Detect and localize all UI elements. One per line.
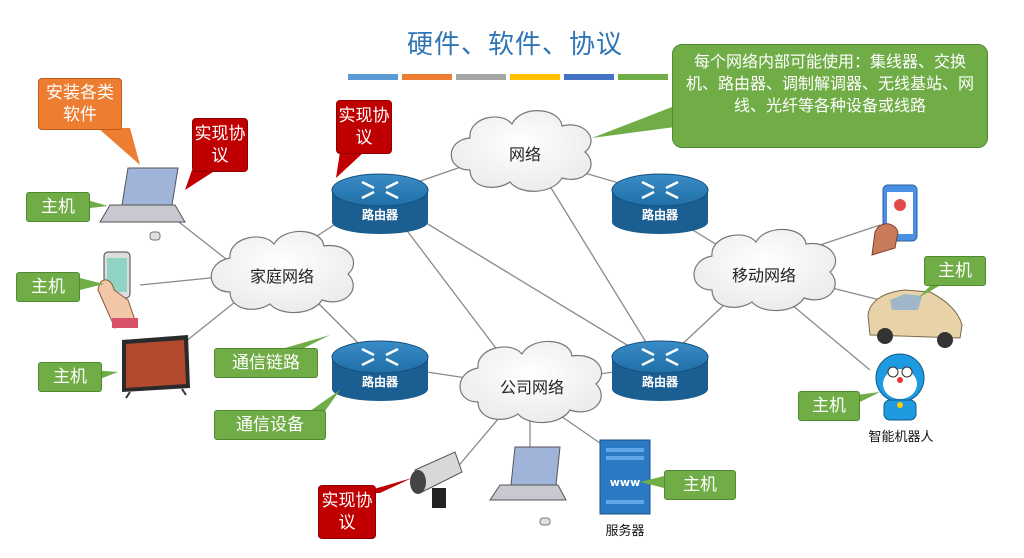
callout-protocol: 实现协议: [318, 485, 376, 539]
callout-device: 通信设备: [214, 410, 326, 440]
callout-host: 主机: [924, 256, 986, 286]
link-line: [539, 169, 661, 366]
cloud-label-mobile: 移动网络: [731, 266, 796, 285]
cloud-label-network: 网络: [508, 145, 541, 164]
callout-protocol: 实现协议: [192, 118, 248, 172]
link-line: [779, 294, 871, 371]
callout-host: 主机: [26, 192, 90, 222]
page-title: 硬件、软件、协议: [406, 30, 623, 60]
laptop-icon: [99, 167, 186, 241]
callout-host: 主机: [798, 391, 860, 421]
callout-install-software: 安装各类软件: [38, 78, 122, 130]
router-label: 路由器: [641, 375, 678, 389]
title-underline-bars: [348, 74, 668, 80]
title-bar: [456, 74, 506, 80]
cloud-mobile: [693, 228, 836, 312]
router-label: 路由器: [361, 375, 398, 389]
network-equipment-note: 每个网络内部可能使用：集线器、交换机、路由器、调制解调器、无线基站、网线、光纤等…: [672, 44, 988, 148]
title-bar: [348, 74, 398, 80]
cloud-company: [459, 340, 602, 424]
title-bar: [564, 74, 614, 80]
router-top-right: [611, 173, 709, 234]
server-label: 服务器: [605, 524, 645, 539]
router-bottom-right: [611, 340, 709, 401]
title-bar: [510, 74, 560, 80]
smartphone-icon: [871, 184, 918, 256]
laptop-icon: [489, 446, 567, 526]
router-label: 路由器: [361, 208, 398, 222]
title-bar: [618, 74, 668, 80]
tv-icon: [122, 335, 190, 399]
server-screen-text: www: [609, 476, 641, 489]
phone-in-hand-icon: [97, 251, 138, 329]
server-icon: [599, 439, 651, 515]
router-label: 路由器: [641, 208, 678, 222]
car-icon: [867, 289, 963, 348]
router-top-left: [331, 173, 429, 234]
robot-label: 智能机器人: [868, 430, 934, 445]
callout-host: 主机: [16, 272, 80, 302]
cloud-label-home: 家庭网络: [249, 267, 314, 286]
title-bar: [402, 74, 452, 80]
router-bottom-left: [331, 340, 429, 401]
robot-icon: [875, 353, 925, 421]
cloud-network: [450, 110, 592, 192]
cloud-home: [210, 230, 354, 314]
cloud-label-company: 公司网络: [499, 378, 564, 397]
callout-host: 主机: [38, 362, 102, 392]
callout-protocol: 实现协议: [336, 100, 392, 154]
callout-host: 主机: [664, 470, 736, 500]
camera-icon: [410, 451, 463, 508]
callout-link: 通信链路: [214, 348, 318, 378]
